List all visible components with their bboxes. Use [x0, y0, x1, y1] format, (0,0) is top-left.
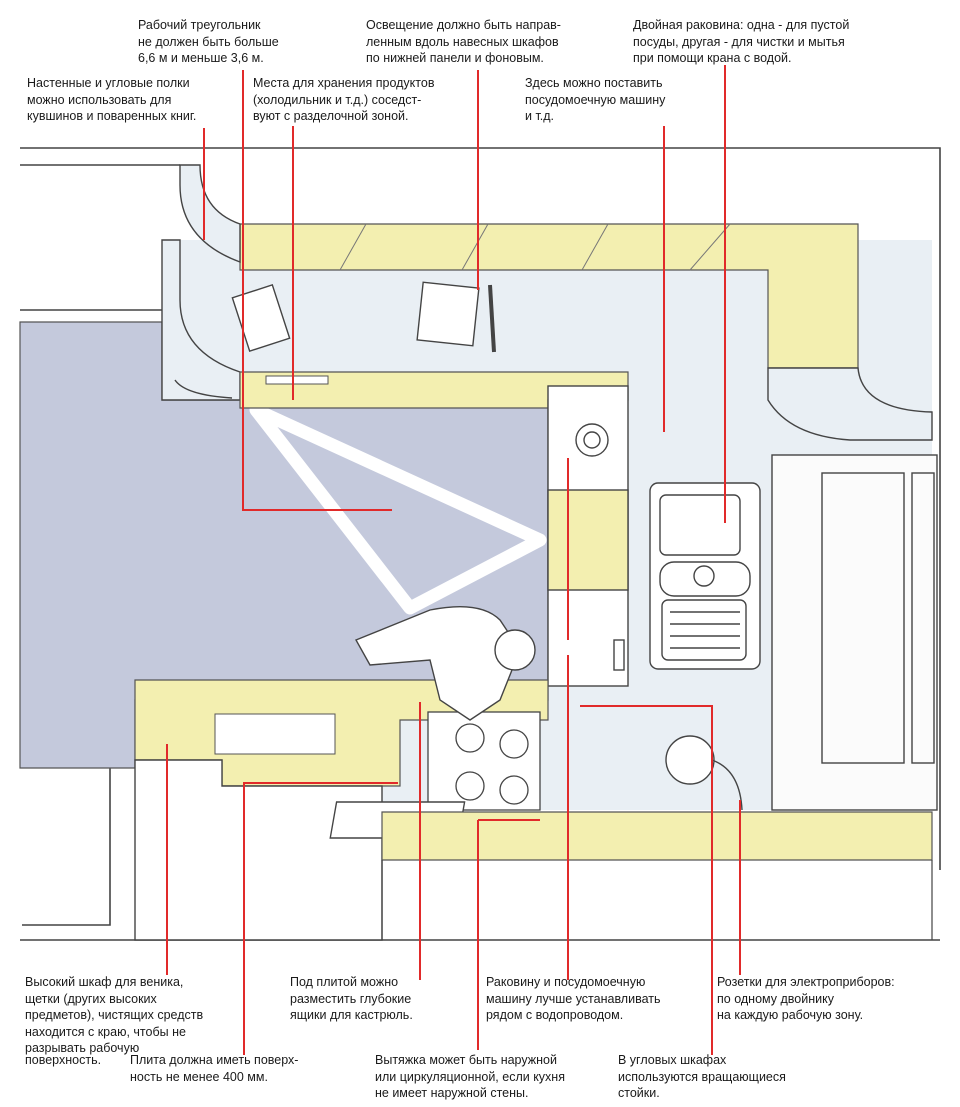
note-dishwasher: Здесь можно поставить посудомоечную маши… — [525, 76, 666, 123]
corner-wall-unit — [767, 367, 933, 441]
worktop-bottom-right — [381, 811, 933, 861]
knife — [488, 284, 496, 353]
wall-shelf-unit — [161, 164, 241, 401]
tall-cabinet — [134, 759, 383, 941]
cooker — [427, 711, 541, 811]
toaster — [231, 283, 291, 353]
note-under-hob: Под плитой можно разместить глубокие ящи… — [290, 975, 413, 1022]
note-sink-water: Раковину и посудомоечную машину лучше ус… — [486, 975, 661, 1022]
hob-left — [214, 713, 336, 755]
note-tall-cabinet: Высокий шкаф для веника, щетки (других в… — [25, 975, 204, 1055]
wall-picture — [416, 281, 480, 347]
note-tall-cabinet-end: поверхность. — [25, 1053, 102, 1067]
note-double-sink: Двойная раковина: одна - для пустой посу… — [633, 18, 850, 65]
hob-controls — [265, 375, 329, 385]
person — [355, 605, 536, 721]
note-shelves: Настенные и угловые полки можно использо… — [27, 76, 197, 123]
worktop-top-seams — [339, 223, 731, 271]
double-sink — [649, 482, 761, 670]
note-lighting: Освещение должно быть направ- ленным вдо… — [366, 18, 561, 65]
tall-unit-column — [547, 385, 629, 687]
note-work-triangle: Рабочий треугольник не должен быть больш… — [138, 18, 279, 65]
window — [771, 454, 938, 811]
leader-lines — [166, 65, 741, 1055]
note-corner-units: В угловых шкафах используются вращающиес… — [618, 1053, 786, 1100]
note-sockets: Розетки для электроприборов: по одному д… — [717, 975, 895, 1022]
note-worktop-width: Плита должна иметь поверх- ность не мене… — [130, 1053, 299, 1084]
kettle — [665, 735, 743, 811]
note-food-storage: Места для хранения продуктов (холодильни… — [253, 76, 435, 123]
note-hood: Вытяжка может быть наружной или циркуляц… — [375, 1053, 565, 1100]
